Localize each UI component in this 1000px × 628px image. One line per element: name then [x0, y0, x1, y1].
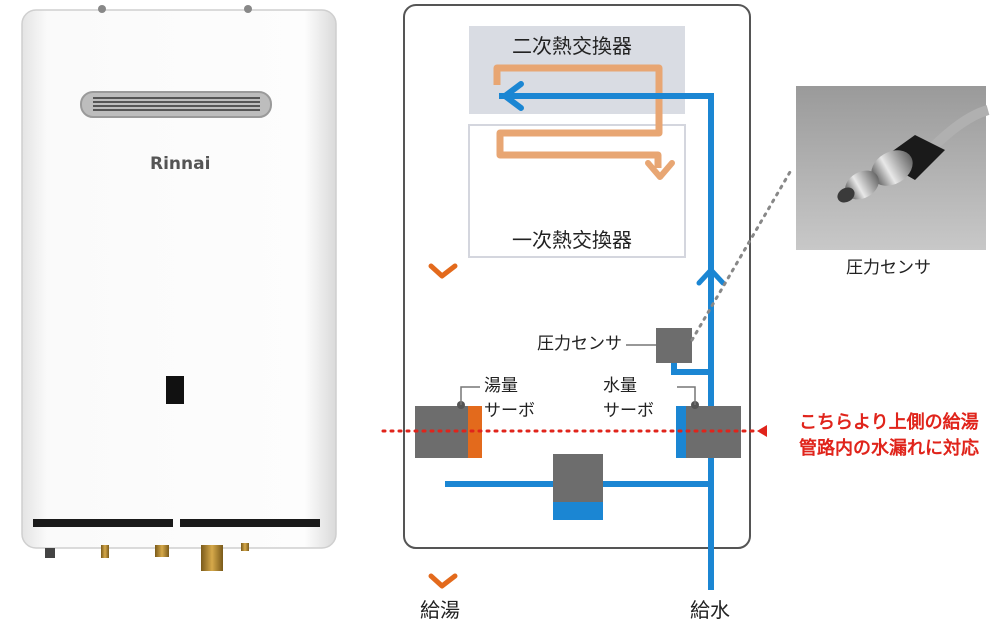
pressure-sensor-box: [656, 328, 692, 363]
water-inlet-label: 給水: [690, 598, 730, 622]
primary-exchanger-box: [468, 124, 686, 258]
leak-annotation-line-1: こちらより上側の給湯: [799, 412, 979, 433]
hot-water-servo-band: [468, 406, 482, 458]
hot-outlet-chevron-icon: [428, 573, 458, 589]
hot-water-servo-label-1: 湯量: [484, 376, 518, 396]
leak-annotation-line-2: 管路内の水漏れに対応: [799, 438, 979, 459]
leak-boundary-arrow-icon: [757, 425, 767, 437]
heater-body: [21, 9, 337, 549]
pressure-sensor-photo: [796, 86, 990, 250]
fitting-icon: [155, 545, 169, 557]
status-window: [166, 376, 184, 404]
hot-flow-arrow-icon: [645, 160, 675, 180]
sensor-leader-line: [690, 170, 792, 342]
heater-brand: Rinnai: [150, 154, 211, 174]
bottom-grille-left: [33, 519, 173, 527]
pressure-sensor-label: 圧力センサ: [537, 334, 622, 354]
bottom-grille-right: [180, 519, 320, 527]
hot-water-servo-label-2: サーボ: [484, 401, 535, 421]
mount-screw-icon: [244, 5, 252, 13]
fitting-icon: [101, 545, 109, 558]
bypass-valve-base: [553, 502, 603, 520]
sensor-cable: [926, 105, 990, 154]
water-servo-label-2: サーボ: [603, 401, 654, 421]
fitting-icon: [241, 543, 249, 551]
fitting-icon: [201, 545, 223, 571]
water-servo-label-1: 水量: [603, 376, 637, 396]
diagram-frame: [403, 4, 751, 549]
exhaust-vent: [80, 91, 272, 118]
water-heater-photo: [21, 5, 337, 571]
secondary-exchanger-label: 二次熱交換器: [512, 34, 632, 58]
fitting-icon: [45, 548, 55, 558]
water-flow-arrow-icon: [502, 81, 524, 111]
sensor-photo-caption: 圧力センサ: [846, 258, 931, 278]
hot-outlet-chevron-icon: [428, 263, 458, 279]
hot-outlet-label: 給湯: [420, 598, 460, 622]
water-up-arrow-icon: [696, 267, 726, 286]
hot-flow-line: [493, 64, 663, 168]
mount-screw-icon: [98, 5, 106, 13]
primary-exchanger-label: 一次熱交換器: [512, 228, 632, 252]
